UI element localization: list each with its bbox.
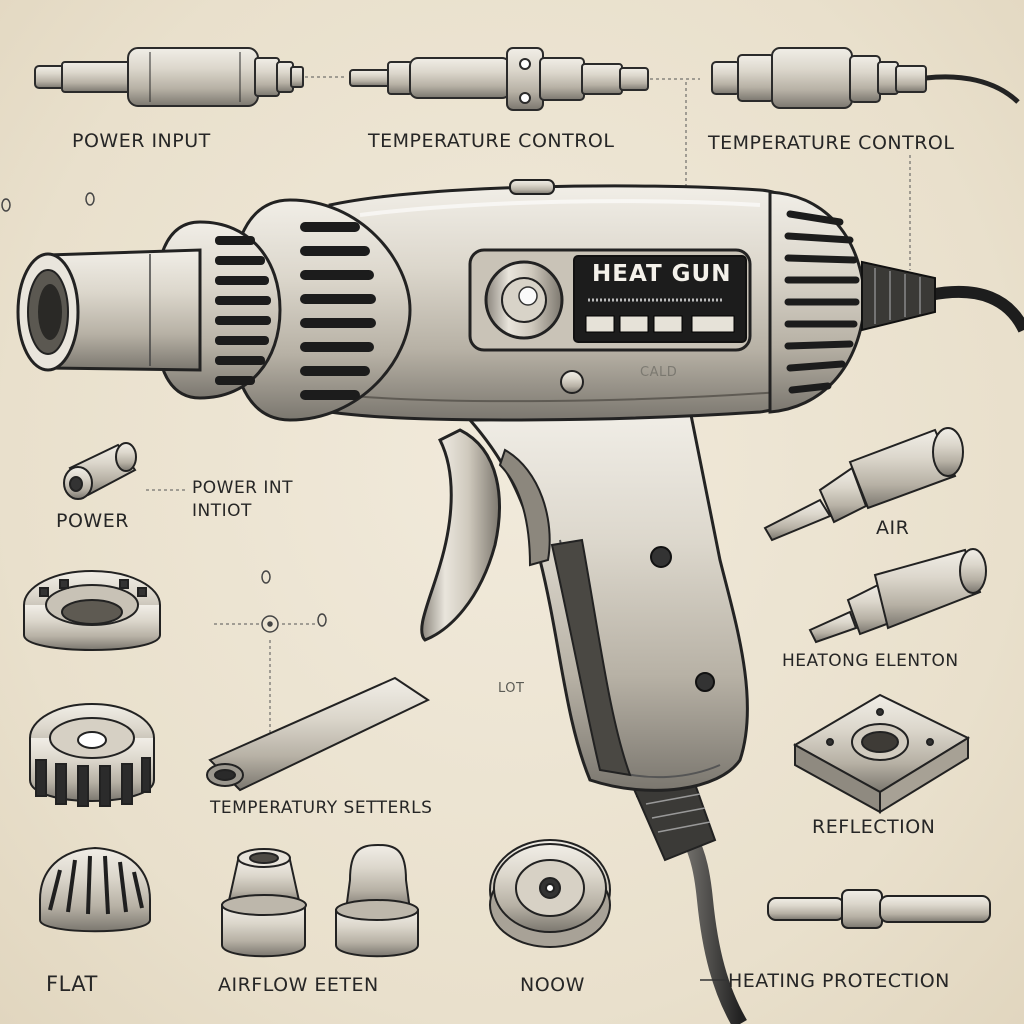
part-gear-ring [29,703,155,807]
heat-gun-trigger [420,428,501,642]
label-heating-element: HEATONG ELENTON [782,651,959,671]
label-power-input: POWER INPUT [72,130,211,152]
part-reflector-plate [792,693,971,814]
label-air: AIR [876,517,910,539]
top-center-part-temperature-control [349,47,649,111]
label-temperature-control-right: TEMPERATURE CONTROL [708,132,955,154]
part-flat-cap [39,846,151,933]
part-cone-nozzle-2 [335,843,419,958]
label-intiot: INTIOT [192,501,252,521]
label-power: POWER [56,510,129,532]
label-flat: FLAT [46,972,98,996]
top-left-part-power-input [34,47,304,107]
part-ring-collar [23,570,161,651]
label-cald: CALD [640,365,678,380]
part-heating-protection-rod [767,889,991,929]
label-airflow: AIRFLOW EETEN [218,974,379,996]
nozzle-tip-icon [16,248,202,372]
label-noow: NOOW [520,974,585,996]
control-panel [468,248,752,352]
part-heating-element [808,548,987,644]
label-power-int: POWER INT [192,478,294,498]
rear-vent [768,190,936,414]
part-flat-nozzle [206,676,431,792]
label-lot: LOT [498,681,525,696]
part-round-disk [489,839,611,948]
top-right-part-temperature-control [711,47,927,109]
marker-dots [1,192,327,633]
label-heating-protection: HEATING PROTECTION [728,970,950,992]
label-temperature-setters: TEMPERATURY SETTERLS [210,798,433,818]
label-temperature-control-center: TEMPERATURE CONTROL [368,130,615,152]
part-air-nozzle [763,427,964,542]
brand-panel-title: HEAT GUN [592,261,732,287]
label-reflection: REFLECTION [812,816,936,838]
part-power-plug [63,442,137,500]
part-cone-nozzle-1 [221,848,307,958]
